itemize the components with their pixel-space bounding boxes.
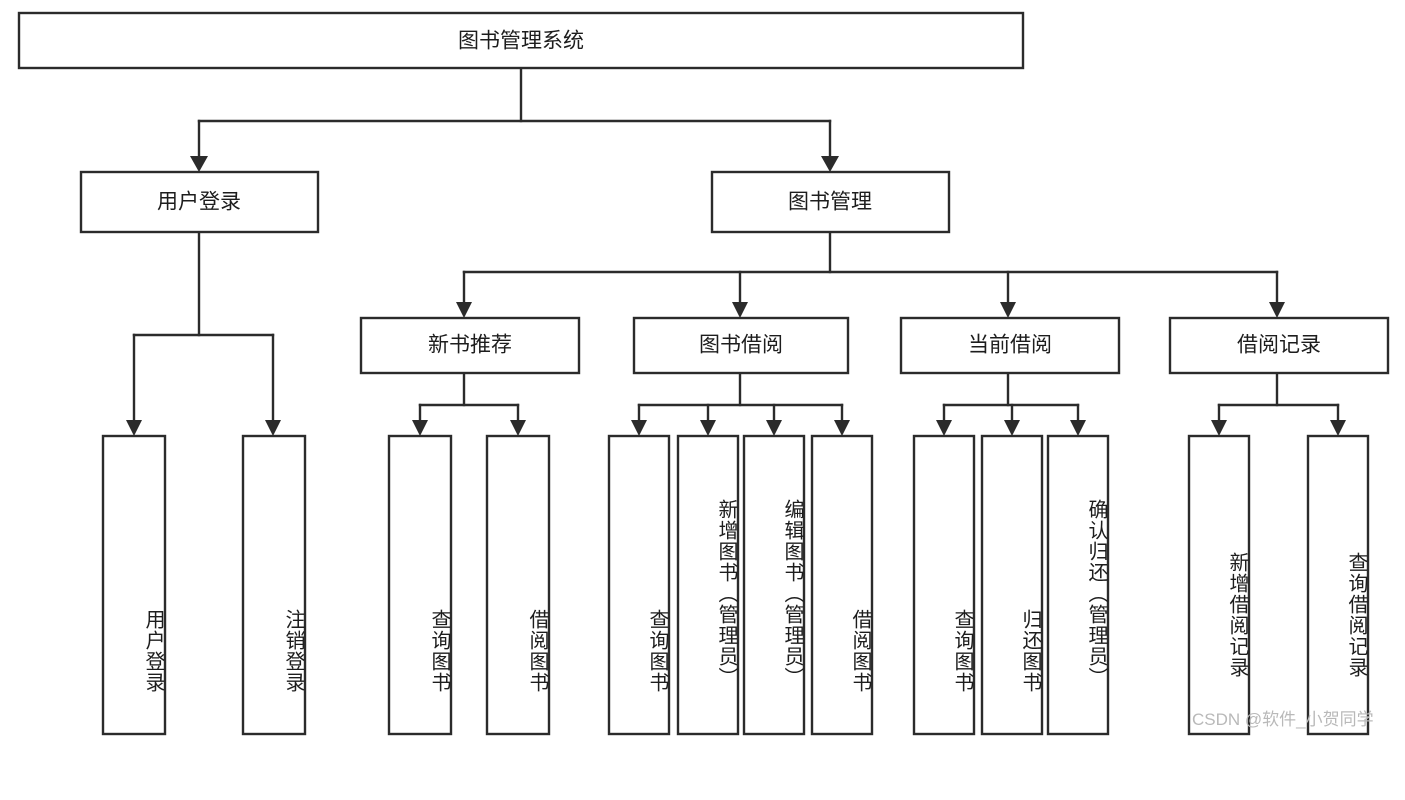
node-leaf-add-record-box[interactable]	[1187, 434, 1251, 736]
node-leaf-query-book-2-box[interactable]	[607, 434, 671, 736]
node-leaf-borrow-book-2-box[interactable]	[810, 434, 874, 736]
node-book-borrow[interactable]: 图书借阅	[632, 316, 850, 375]
connector-group-user-login	[126, 230, 281, 436]
node-leaf-user-login-box[interactable]	[101, 434, 167, 736]
arrowhead-leaf-edit-book	[766, 420, 782, 436]
connector-group-current-borrow	[936, 371, 1086, 436]
connector-group-book-manage	[456, 230, 1285, 318]
node-current-borrow[interactable]: 当前借阅	[899, 316, 1121, 375]
node-new-book-rec-label: 新书推荐	[428, 334, 512, 357]
node-leaf-return-book-box[interactable]	[980, 434, 1044, 736]
arrowhead-new-book-rec	[456, 302, 472, 318]
connector-group-root	[190, 66, 839, 172]
arrowhead-leaf-return-book	[1004, 420, 1020, 436]
arrowhead-current-borrow	[1000, 302, 1016, 318]
node-borrow-record-box[interactable]	[1168, 316, 1390, 375]
arrowhead-leaf-borrow-book-2	[834, 420, 850, 436]
diagram-canvas-root: 图书管理系统 用户登录 图书管理 新书推荐 图书借阅 当前借阅 借阅记录	[17, 11, 1390, 736]
node-leaf-query-book-1-box[interactable]	[387, 434, 453, 736]
arrowhead-leaf-user-logout	[265, 420, 281, 436]
node-leaf-query-record-box[interactable]	[1306, 434, 1370, 736]
node-new-book-rec-box[interactable]	[359, 316, 581, 375]
arrowhead-user-login	[190, 156, 208, 172]
arrowhead-leaf-query-book-1	[412, 420, 428, 436]
arrowhead-book-borrow	[732, 302, 748, 318]
node-leaf-add-book-box[interactable]	[676, 434, 740, 736]
node-root[interactable]: 图书管理系统	[17, 11, 1025, 70]
node-root-box[interactable]	[17, 11, 1025, 70]
node-leaf-confirm-return-box[interactable]	[1046, 434, 1110, 736]
csdn-watermark: CSDN @软件_小贺同学	[1192, 710, 1374, 729]
arrowhead-leaf-query-book-2	[631, 420, 647, 436]
arrowhead-leaf-borrow-book-1	[510, 420, 526, 436]
node-new-book-rec[interactable]: 新书推荐	[359, 316, 581, 375]
node-leaf-borrow-book-1-box[interactable]	[485, 434, 551, 736]
node-current-borrow-label: 当前借阅	[968, 334, 1052, 357]
node-current-borrow-box[interactable]	[899, 316, 1121, 375]
hierarchy-diagram-svg: 图书管理系统 用户登录 图书管理 新书推荐 图书借阅 当前借阅 借阅记录	[17, 11, 1390, 736]
arrowhead-leaf-confirm-return	[1070, 420, 1086, 436]
node-user-login-label: 用户登录	[157, 191, 241, 214]
connector-group-book-borrow	[631, 371, 850, 436]
arrowhead-leaf-user-login	[126, 420, 142, 436]
arrowhead-leaf-query-record	[1330, 420, 1346, 436]
node-borrow-record-label: 借阅记录	[1237, 334, 1321, 357]
node-book-borrow-label: 图书借阅	[699, 334, 783, 357]
connector-group-borrow-record	[1211, 371, 1346, 436]
node-user-login[interactable]: 用户登录	[79, 170, 320, 234]
node-leaf-query-book-3-box[interactable]	[912, 434, 976, 736]
node-leaf-user-logout-box[interactable]	[241, 434, 307, 736]
node-book-borrow-box[interactable]	[632, 316, 850, 375]
node-book-manage-label: 图书管理	[788, 191, 872, 214]
node-root-label: 图书管理系统	[458, 30, 584, 53]
node-book-manage-box[interactable]	[710, 170, 951, 234]
arrowhead-leaf-add-book	[700, 420, 716, 436]
node-book-manage[interactable]: 图书管理	[710, 170, 951, 234]
connector-group-new-book-rec	[412, 371, 526, 436]
arrowhead-leaf-add-record	[1211, 420, 1227, 436]
arrowhead-leaf-query-book-3	[936, 420, 952, 436]
arrowhead-book-manage	[821, 156, 839, 172]
node-leaf-edit-book-box[interactable]	[742, 434, 806, 736]
arrowhead-borrow-record	[1269, 302, 1285, 318]
node-borrow-record[interactable]: 借阅记录	[1168, 316, 1390, 375]
node-user-login-box[interactable]	[79, 170, 320, 234]
